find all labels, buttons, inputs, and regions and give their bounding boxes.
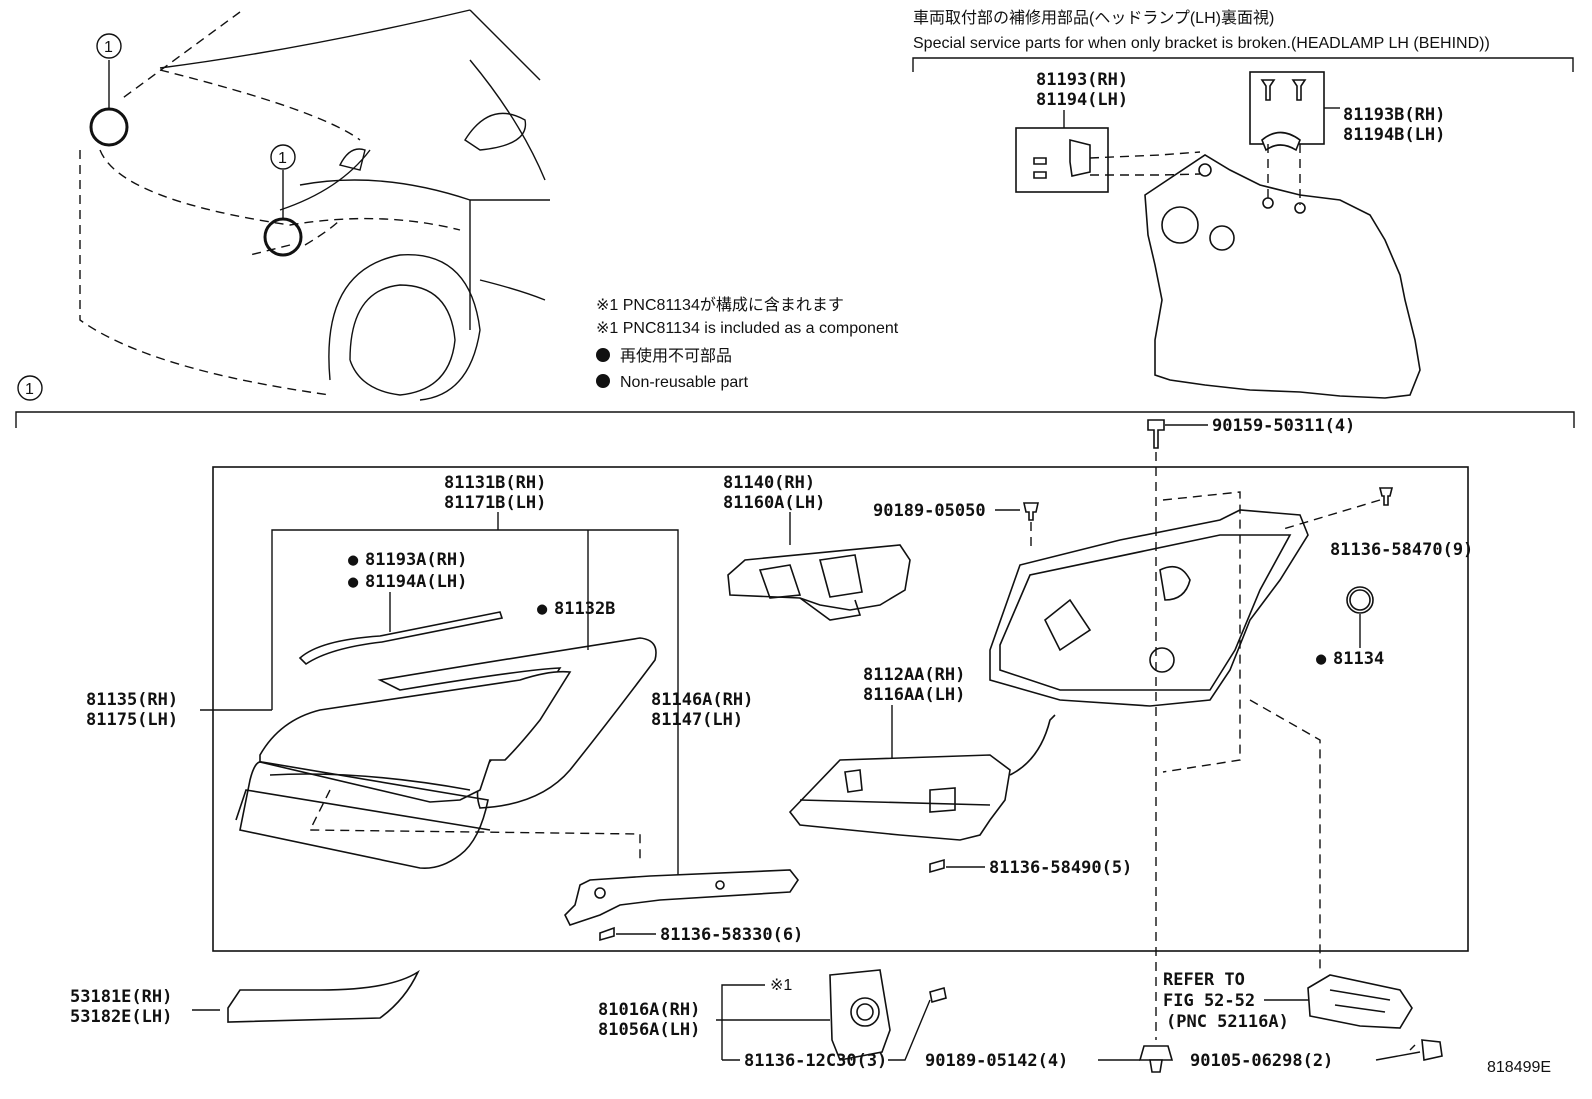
svg-text:1: 1 xyxy=(104,39,113,56)
label-81193a-rh: 81193A(RH) xyxy=(365,550,467,570)
note-1-jp: ※1 PNC81134が構成に含まれます xyxy=(596,296,844,314)
label-53181e-rh: 53181E(RH) xyxy=(70,987,172,1007)
clip-90189-05142: 90189-05142(4) xyxy=(925,1045,1174,1073)
non-reusable-bullet-icon xyxy=(596,374,610,388)
bracket-81193-box xyxy=(1015,127,1109,193)
seal-81132b xyxy=(377,637,657,809)
label-81140-rh: 81140(RH) xyxy=(723,473,815,493)
gasket-81134 xyxy=(1346,586,1374,614)
label-81132b: 81132B xyxy=(554,599,615,619)
leveling-motor-81016a: 81016A(RH) 81056A(LH) ※1 81136-12C30(3) xyxy=(598,969,947,1071)
label-90105-06298: 90105-06298(2) xyxy=(1190,1051,1333,1071)
lens-group: 81131B(RH) 81171B(LH) ● 81193A(RH) ● 811… xyxy=(86,473,679,880)
label-81147-lh: 81147(LH) xyxy=(651,710,743,730)
label-90159-50311: 90159-50311(4) xyxy=(1212,416,1355,436)
label-81136-58330: 81136-58330(6) xyxy=(660,925,803,945)
housing-81110 xyxy=(989,509,1309,707)
label-81175-lh: 81175(LH) xyxy=(86,710,178,730)
label-81136-58490: 81136-58490(5) xyxy=(989,858,1132,878)
lamp-unit-81140: 81140(RH) 81160A(LH) xyxy=(723,473,911,621)
label-8112aa-rh: 8112AA(RH) xyxy=(863,665,965,685)
notes-block: ※1 PNC81134が構成に含まれます ※1 PNC81134 is incl… xyxy=(596,296,899,391)
label-8116aa-lh: 8116AA(LH) xyxy=(863,685,965,705)
non-reusable-bullet-icon xyxy=(596,348,610,362)
label-81135-rh: 81135(RH) xyxy=(86,690,178,710)
label-81194b-lh: 81194B(LH) xyxy=(1343,125,1445,145)
label-81136-12c30: 81136-12C30(3) xyxy=(744,1051,887,1071)
bullet-81134: ● xyxy=(1316,649,1327,669)
special-service-title-jp: 車両取付部の補修用部品(ヘッドランプ(LH)裏面視) xyxy=(913,8,1274,27)
gasket-81193a xyxy=(298,611,504,666)
headlamp-cover-53181e: 53181E(RH) 53182E(LH) xyxy=(70,969,420,1027)
label-81146a-rh: 81146A(RH) xyxy=(651,690,753,710)
svg-text:1: 1 xyxy=(278,150,287,167)
callout-1-top-mid: 1 xyxy=(270,144,296,170)
bullet-81194a: ● xyxy=(348,572,359,592)
refer-note: REFER TO FIG 52-52 (PNC 52116A) xyxy=(1163,970,1310,1032)
label-81194-lh: 81194(LH) xyxy=(1036,90,1128,110)
label-81194a-lh: 81194A(LH) xyxy=(365,572,467,592)
lamp-unit-8112aa: 8112AA(RH) 8116AA(LH) 81136-58490(5) xyxy=(788,665,1132,878)
label-81160a-lh: 81160A(LH) xyxy=(723,493,825,513)
svg-text:1: 1 xyxy=(25,381,34,398)
label-81131b-rh: 81131B(RH) xyxy=(444,473,546,493)
lens-81131b xyxy=(259,670,572,803)
bracket-52116a: 90105-06298(2) xyxy=(1190,974,1443,1071)
note-2-en: Non-reusable part xyxy=(620,374,749,391)
housing-group: 90189-05050 81136-58470(9) ● 81134 xyxy=(873,487,1473,970)
headlamp-assembly-box xyxy=(212,466,1469,952)
label-81193-rh: 81193(RH) xyxy=(1036,70,1128,90)
label-90189-05142: 90189-05142(4) xyxy=(925,1051,1068,1071)
label-81193b-rh: 81193B(RH) xyxy=(1343,105,1445,125)
screw-90159: 90159-50311(4) xyxy=(1147,416,1355,1040)
refer-to-line1: REFER TO xyxy=(1163,970,1245,990)
headlamp-location-rh xyxy=(89,107,129,147)
label-90189-05050: 90189-05050 xyxy=(873,501,986,521)
special-service-section: 車両取付部の補修用部品(ヘッドランプ(LH)裏面視) Special servi… xyxy=(912,8,1574,399)
label-81134: 81134 xyxy=(1333,649,1384,669)
figure-id: 818499E xyxy=(1487,1059,1551,1076)
note-1-en: ※1 PNC81134 is included as a component xyxy=(596,320,899,337)
bracket-81146a: 81146A(RH) 81147(LH) 81136-58330(6) xyxy=(564,690,803,945)
bullet-81193a: ● xyxy=(348,550,359,570)
section-1-header: 1 xyxy=(15,375,1575,428)
label-81171b-lh: 81171B(LH) xyxy=(444,493,546,513)
bullet-81132b: ● xyxy=(537,599,548,619)
refer-to-line2: FIG 52-52 xyxy=(1163,991,1255,1011)
note-2-jp: 再使用不可部品 xyxy=(620,347,732,365)
label-81056a-lh: 81056A(LH) xyxy=(598,1020,700,1040)
headlamp-location-lh xyxy=(263,217,303,257)
note-mark-1: ※1 xyxy=(770,977,792,994)
headlamp-housing-rear-view xyxy=(1144,154,1421,399)
refer-to-line3: (PNC 52116A) xyxy=(1166,1012,1289,1032)
vehicle-outline: 1 1 xyxy=(79,9,550,401)
label-81136-58470: 81136-58470(9) xyxy=(1330,540,1473,560)
callout-1-top-left: 1 xyxy=(96,33,122,59)
label-81016a-rh: 81016A(RH) xyxy=(598,1000,700,1020)
label-53182e-lh: 53182E(LH) xyxy=(70,1007,172,1027)
special-service-title-en: Special service parts for when only brac… xyxy=(913,35,1490,52)
